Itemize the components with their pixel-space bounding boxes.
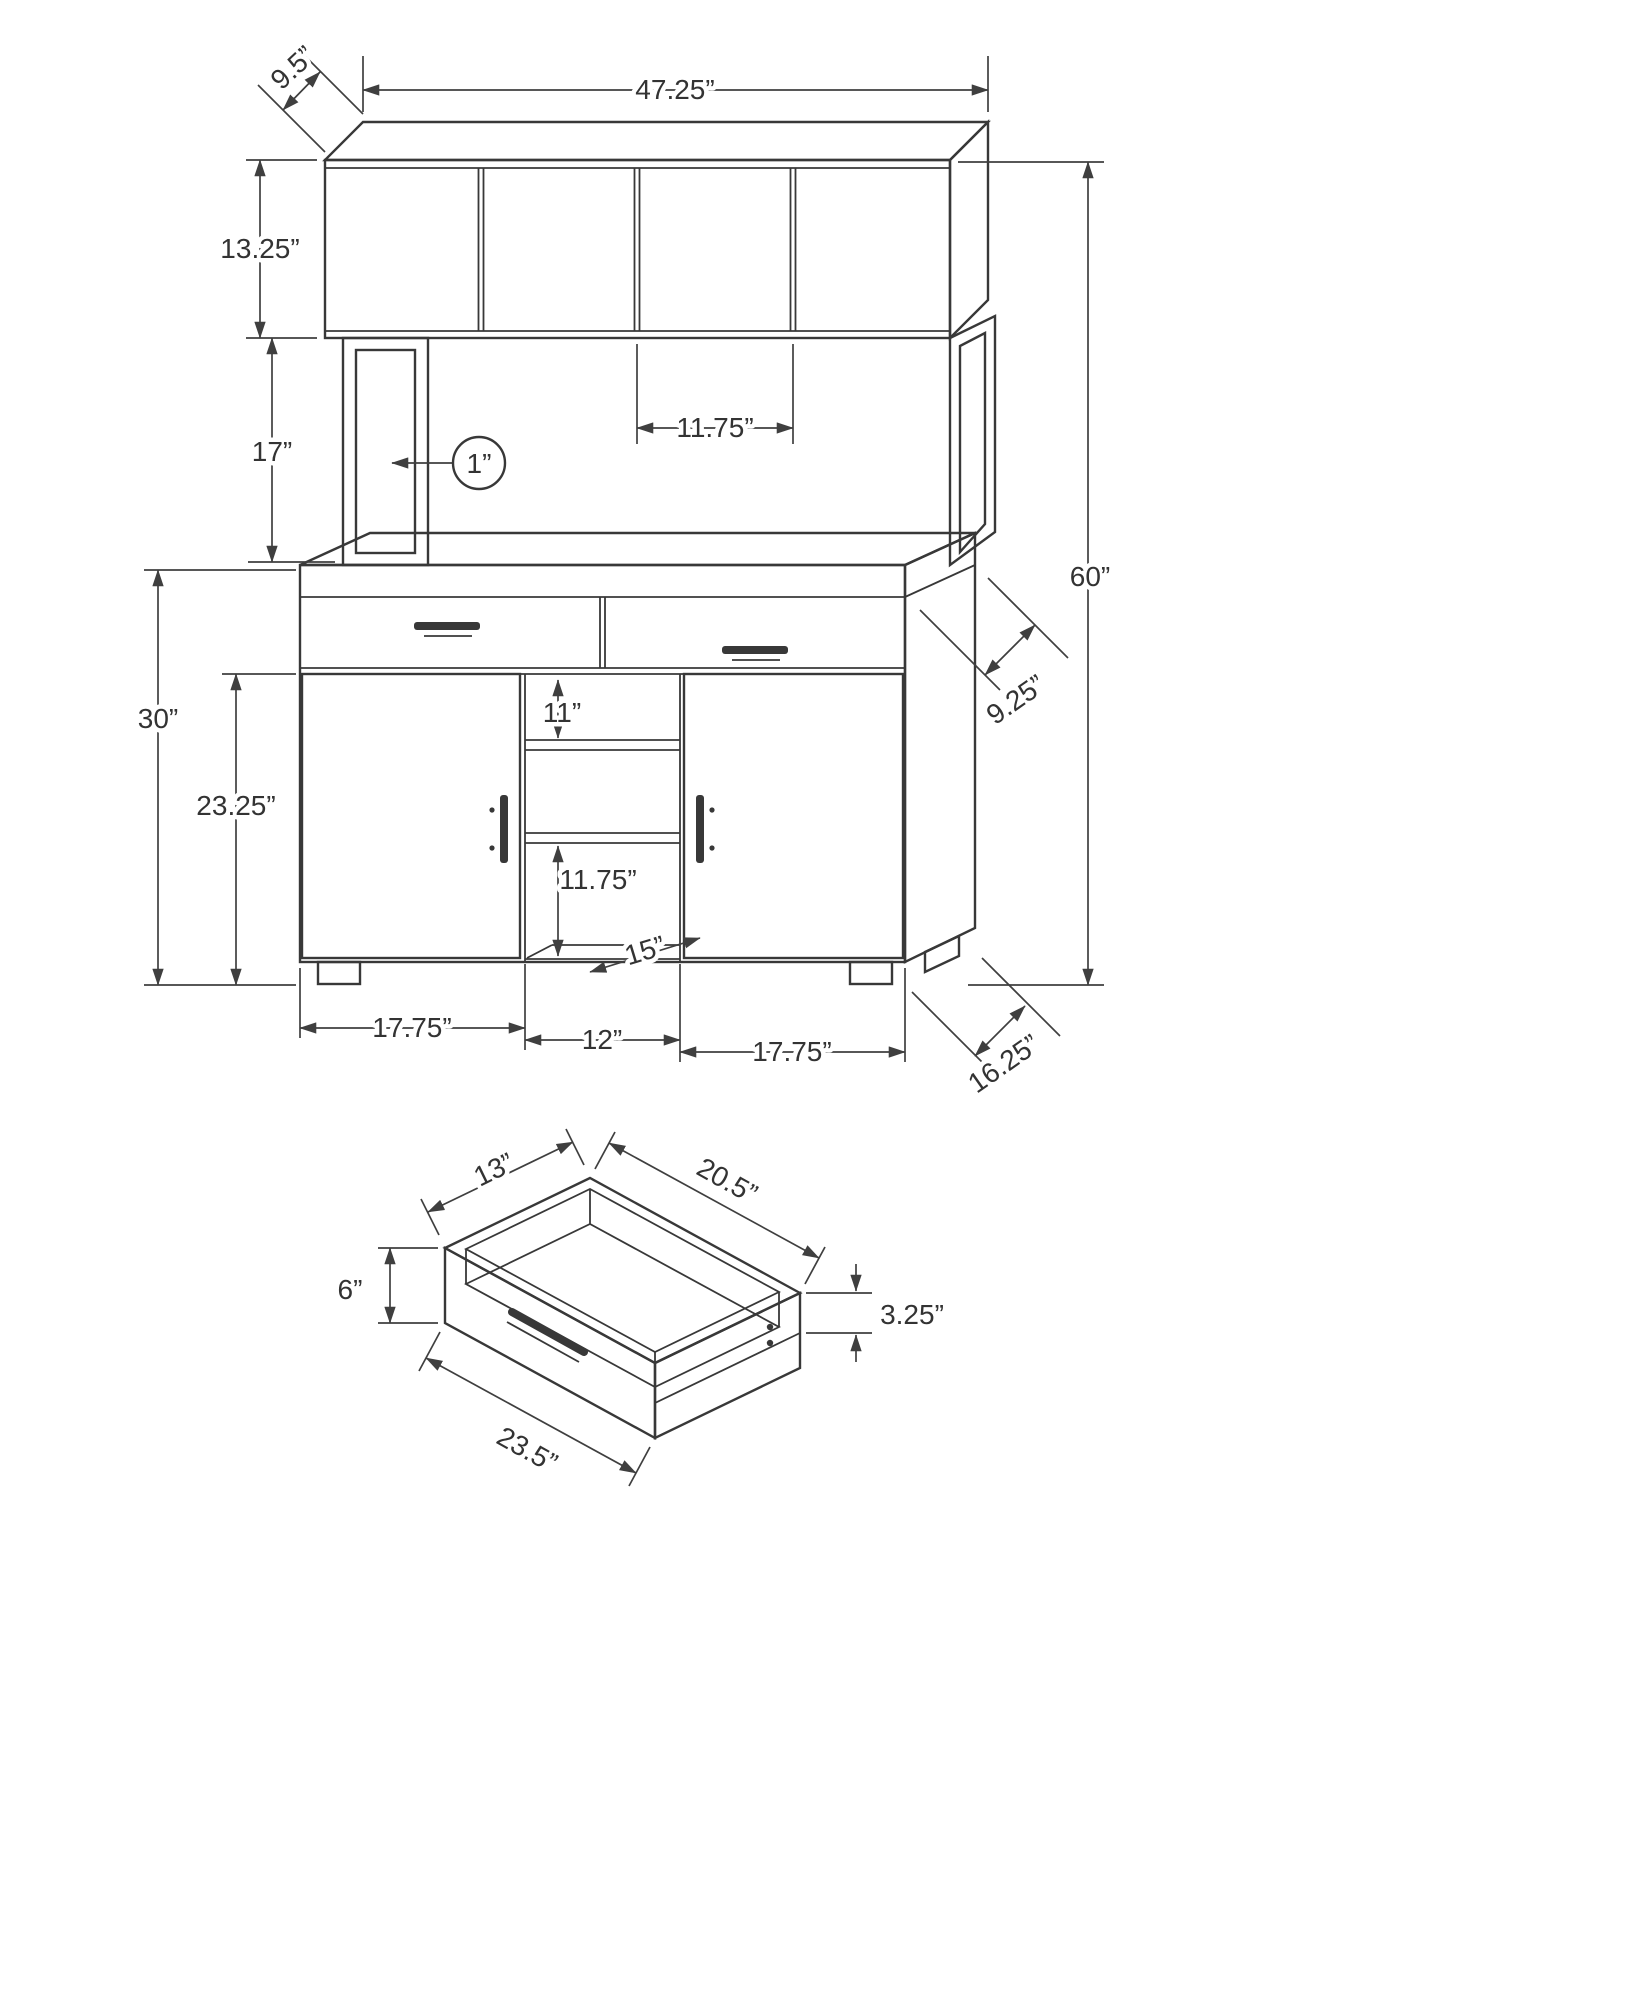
frame-thickness-callout	[391, 435, 507, 491]
right-drawer-handle	[722, 646, 788, 661]
dim-label-right-door-width: 17.75”	[752, 1036, 831, 1067]
screw-dot	[766, 1339, 774, 1347]
metal-support-frames	[341, 314, 997, 568]
dim-label-overall-height: 60”	[1070, 561, 1110, 592]
back-foot	[923, 934, 961, 974]
dim-label-drawer-front-height: 6”	[338, 1274, 363, 1305]
right-foot	[848, 960, 894, 986]
screw-dot	[766, 1323, 774, 1331]
base-cabinet-drawing	[298, 531, 977, 986]
dim-label-cubby-depth: 15”	[621, 930, 669, 971]
left-foot	[316, 960, 362, 986]
dim-label-hutch-depth: 9.5”	[264, 40, 320, 96]
drawer-detail-drawing	[442, 1176, 803, 1441]
left-drawer-handle	[414, 622, 480, 637]
drawer-detail-handle	[506, 1308, 588, 1363]
dim-label-drawer-side-height: 3.25”	[880, 1299, 944, 1330]
dim-label-hutch-door-width: 11.75”	[676, 412, 753, 443]
dim-label-base-height: 30”	[138, 703, 178, 734]
right-door	[682, 672, 905, 960]
dim-label-hutch-width: 47.25”	[635, 74, 714, 105]
left-door-handle	[489, 795, 508, 863]
right-door-handle	[696, 795, 715, 863]
dim-label-upper-shelf-space: 11”	[543, 697, 581, 728]
dim-label-drawer-side-length: 20.5”	[692, 1152, 763, 1210]
dim-label-hutch-height: 13.25”	[220, 233, 299, 264]
dim-label-center-section-width: 12”	[582, 1024, 622, 1055]
dim-label-base-top-depth: 9.25”	[981, 669, 1051, 731]
dim-label-hutch-open-height: 17”	[252, 436, 292, 467]
dim-label-drawer-front-width: 23.5”	[492, 1421, 563, 1479]
drawer-dimensions: 13” 20.5” 6” 3.25” 23.5”	[333, 1128, 948, 1487]
dim-label-base-depth: 16.25”	[962, 1028, 1045, 1099]
left-door	[300, 672, 522, 960]
dim-label-drawer-inner-width: 13”	[469, 1147, 519, 1193]
dim-label-lower-shelf-space: 11.75”	[559, 864, 636, 895]
dim-label-left-door-width: 17.75”	[372, 1012, 451, 1043]
dim-label-base-door-height: 23.25”	[196, 790, 275, 821]
hutch-drawing	[322, 119, 991, 341]
dim-label-frame-thickness: 1”	[467, 448, 492, 479]
